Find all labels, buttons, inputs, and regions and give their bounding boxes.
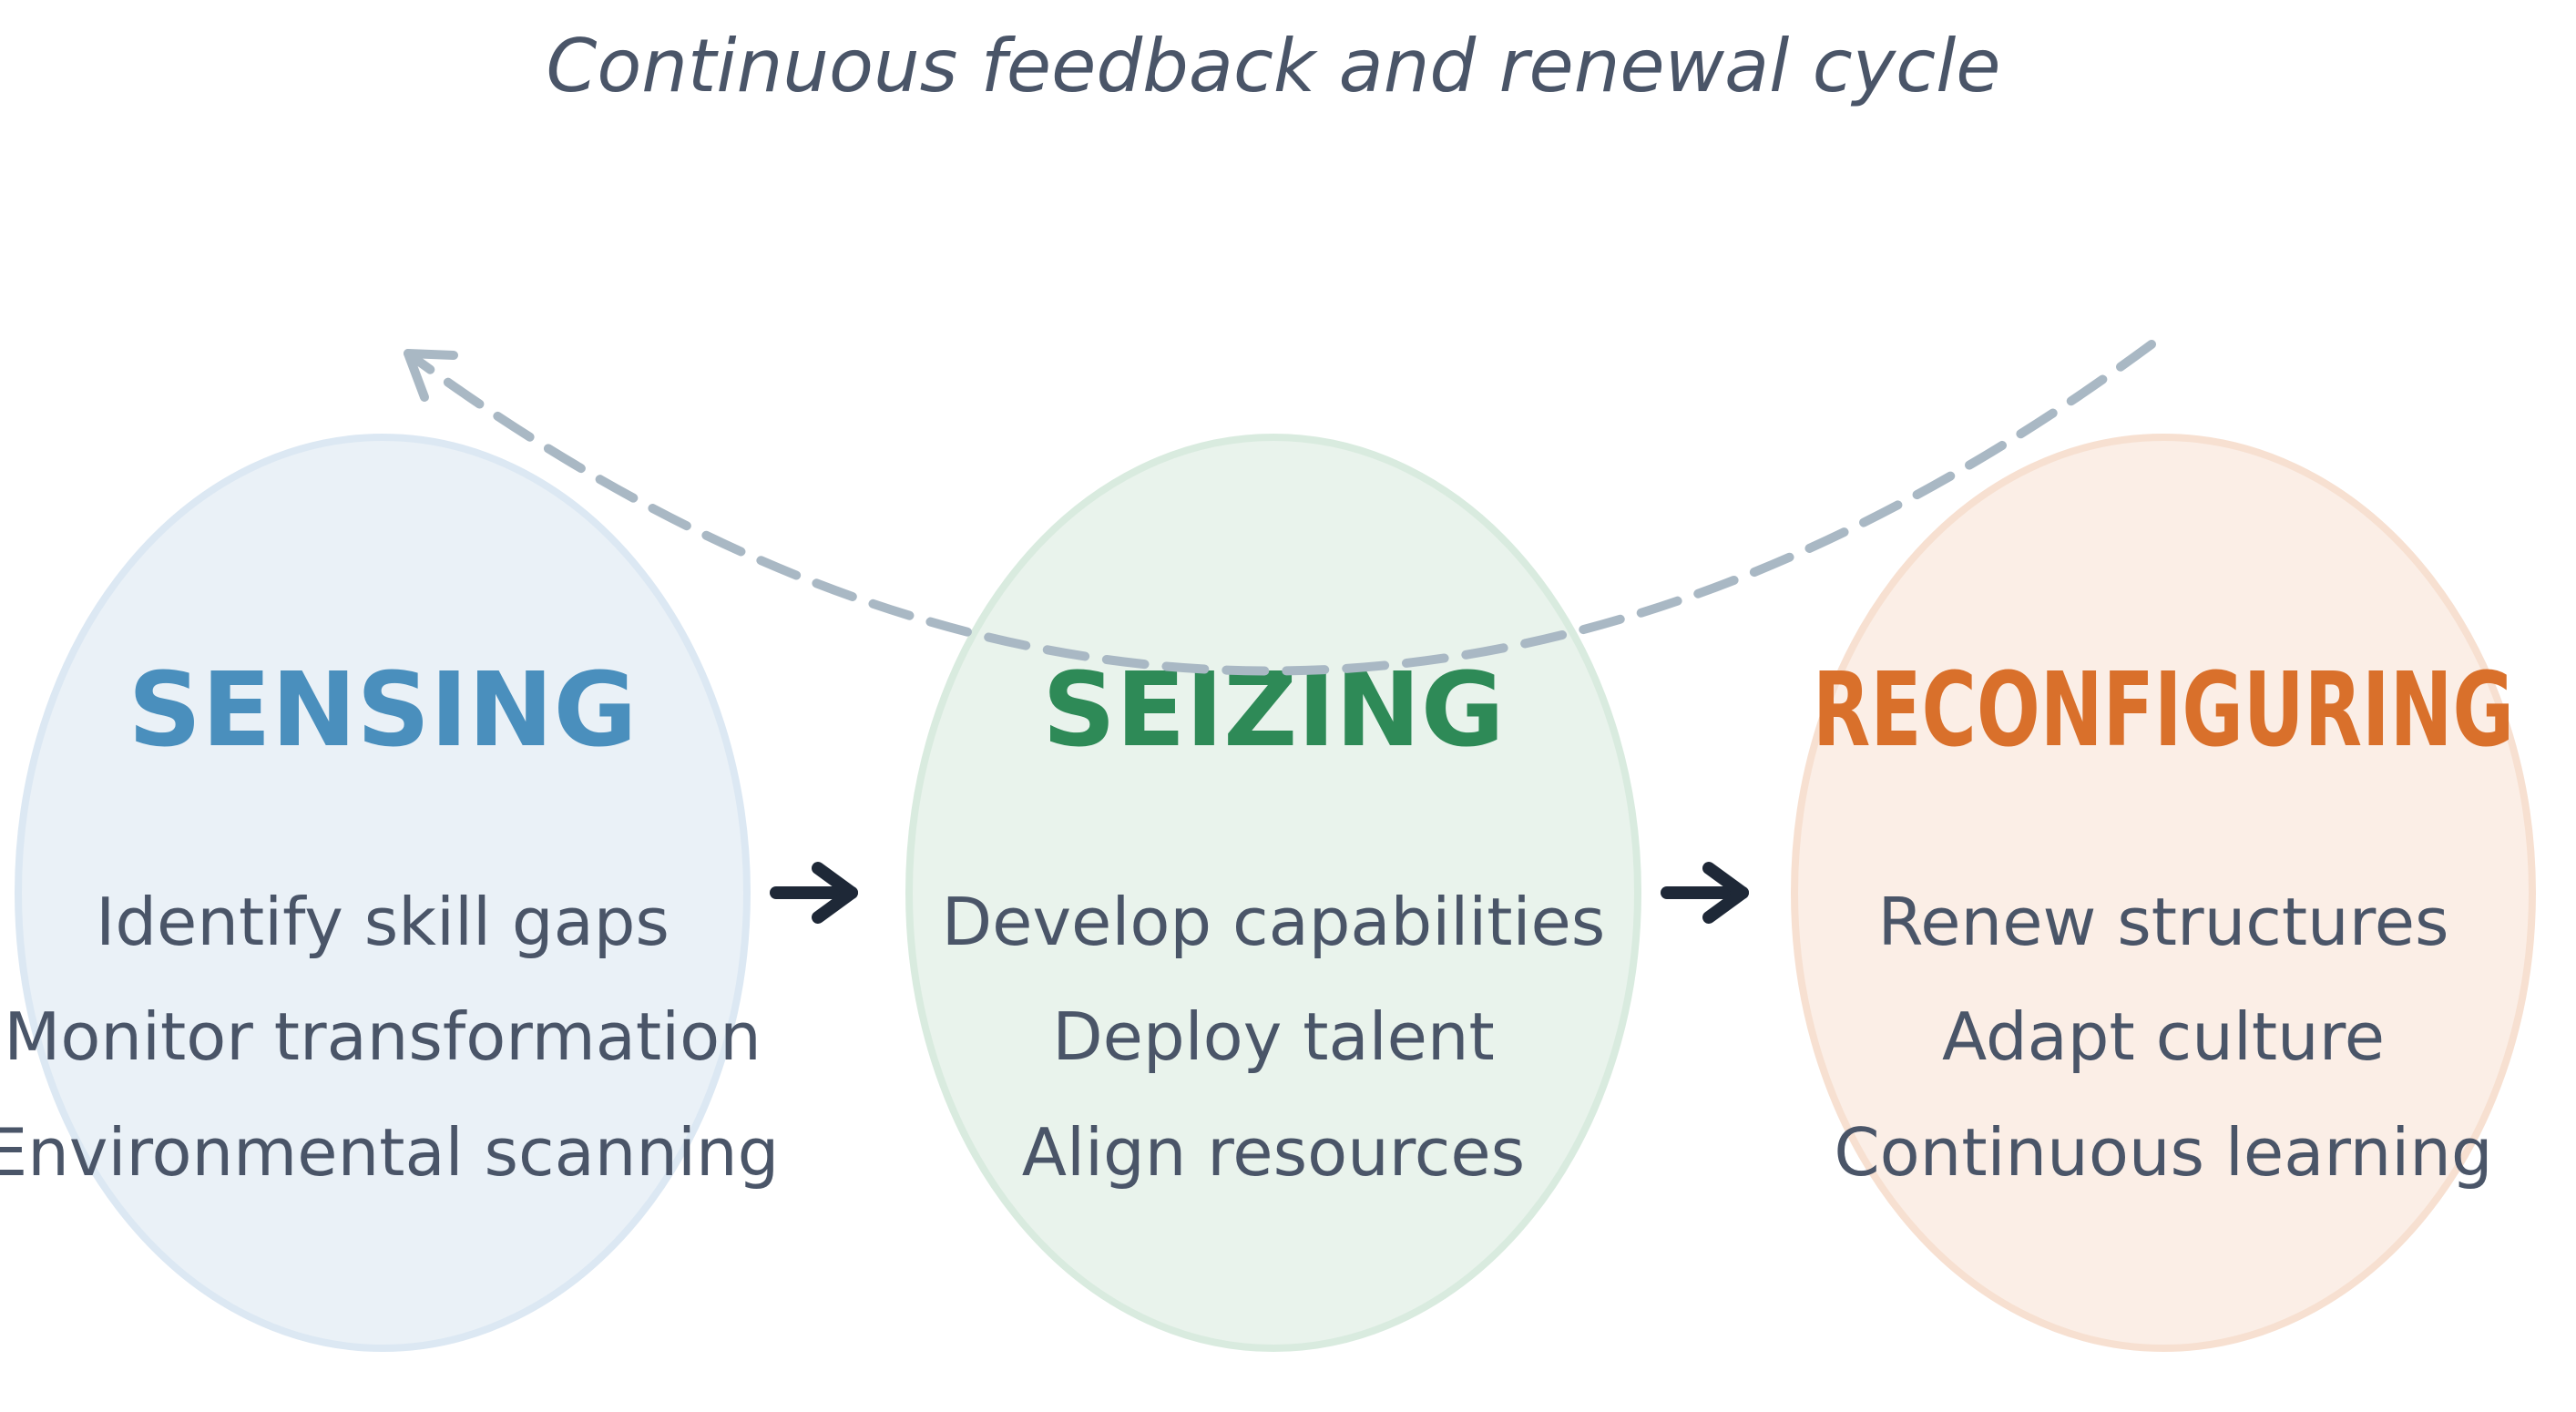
stage-sensing-item: Identify skill gaps bbox=[96, 884, 670, 960]
diagram-subtitle: Continuous feedback and renewal cycle bbox=[546, 24, 2000, 108]
stage-reconfiguring-item: Adapt culture bbox=[1942, 998, 2385, 1075]
stage-reconfiguring-item: Continuous learning bbox=[1834, 1114, 2492, 1191]
stage-sensing-item: Monitor transformation bbox=[4, 998, 762, 1075]
feedback-curve bbox=[404, 340, 2156, 676]
stage-sensing-title: SENSING bbox=[128, 651, 638, 770]
arrow-right-head bbox=[812, 862, 858, 924]
stage-sensing-circle bbox=[15, 434, 751, 1352]
stage-reconfiguring-circle bbox=[1791, 434, 2536, 1352]
stage-seizing-circle bbox=[905, 434, 1641, 1352]
stage-sensing: SENSING Identify skill gaps Monitor tran… bbox=[0, 434, 779, 1352]
stage-reconfiguring: RECONFIGURING Renew structures Adapt cul… bbox=[1791, 434, 2536, 1352]
stage-seizing-item: Deploy talent bbox=[1052, 998, 1495, 1075]
stage-reconfiguring-item: Renew structures bbox=[1877, 884, 2448, 960]
stage-seizing-item: Align resources bbox=[1022, 1114, 1525, 1191]
arrow-sensing-to-seizing bbox=[770, 862, 858, 924]
arrow-right-head bbox=[1702, 862, 1749, 924]
stage-seizing-item: Develop capabilities bbox=[942, 884, 1606, 960]
stage-seizing-title: SEIZING bbox=[1042, 651, 1504, 770]
feedback-arrow-head bbox=[404, 349, 458, 402]
stage-reconfiguring-title: RECONFIGURING bbox=[1813, 651, 2514, 770]
stage-sensing-item: Environmental scanning bbox=[0, 1114, 779, 1191]
feedback-loop-arrow bbox=[404, 340, 2156, 676]
stage-seizing: SEIZING Develop capabilities Deploy tale… bbox=[905, 434, 1641, 1352]
arrow-seizing-to-reconfiguring bbox=[1661, 862, 1749, 924]
